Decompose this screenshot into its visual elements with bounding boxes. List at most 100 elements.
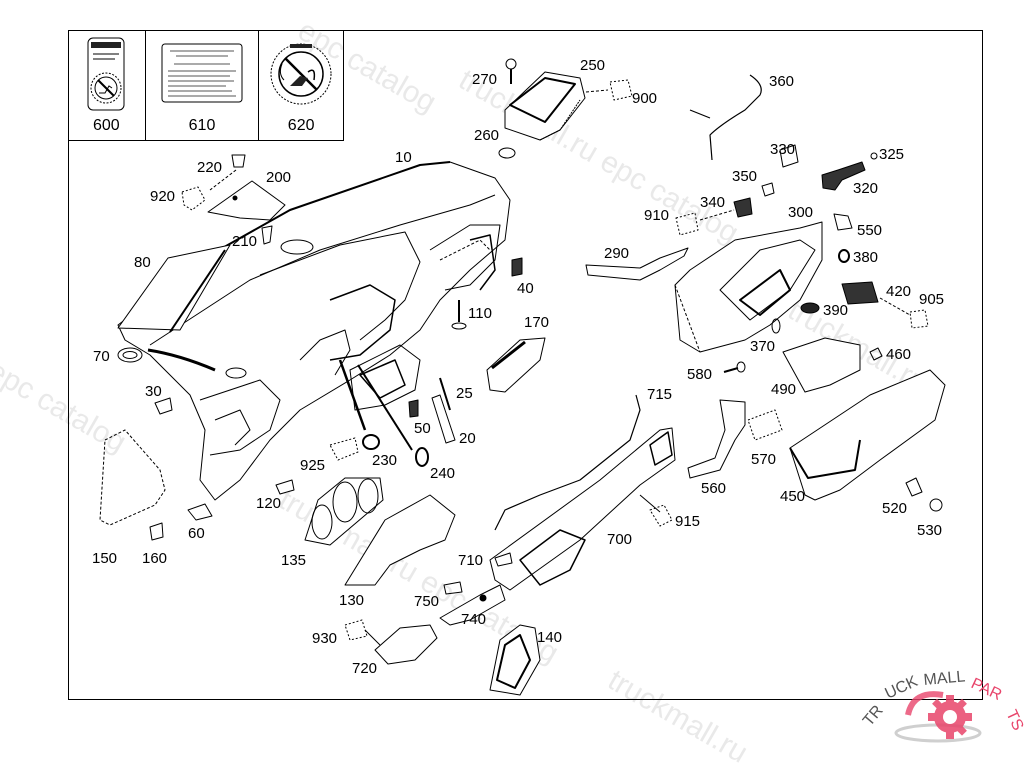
vent-ring-part-70: [117, 347, 143, 363]
callout-130[interactable]: 130: [339, 592, 365, 609]
gear-logo-icon: TR UCK MALL PAR TS: [860, 668, 1024, 743]
callout-20[interactable]: 20: [459, 430, 476, 447]
callout-715[interactable]: 715: [647, 386, 673, 403]
part-number-600: 600: [93, 117, 120, 134]
ring-part-390: [800, 302, 820, 314]
callout-380[interactable]: 380: [853, 249, 879, 266]
callout-520[interactable]: 520: [882, 500, 908, 517]
callout-930[interactable]: 930: [312, 630, 338, 647]
diagram-frame: [68, 30, 983, 700]
callout-135[interactable]: 135: [281, 552, 307, 569]
grommet-part-260: [498, 147, 516, 159]
callout-260[interactable]: 260: [474, 127, 500, 144]
lock-cylinder-part-520: [905, 477, 923, 497]
callout-580[interactable]: 580: [687, 366, 713, 383]
callout-490[interactable]: 490: [771, 381, 797, 398]
callout-570[interactable]: 570: [751, 451, 777, 468]
callout-750[interactable]: 750: [414, 593, 440, 610]
tape-part-915: [649, 504, 673, 527]
callout-60[interactable]: 60: [188, 525, 205, 542]
callout-250[interactable]: 250: [580, 57, 606, 74]
callout-915[interactable]: 915: [675, 513, 701, 530]
callout-720[interactable]: 720: [352, 660, 378, 677]
air-duct-part-290: [585, 247, 689, 281]
callout-325[interactable]: 325: [879, 146, 905, 163]
callout-70[interactable]: 70: [93, 348, 110, 365]
callout-25[interactable]: 25: [456, 385, 473, 402]
switch-part-330: [779, 144, 799, 168]
top-cover-part-80: [117, 244, 231, 331]
callout-270[interactable]: 270: [472, 71, 498, 88]
airbag-module-part-250: [504, 71, 586, 141]
callout-700[interactable]: 700: [607, 531, 633, 548]
callout-550[interactable]: 550: [857, 222, 883, 239]
latch-part-420: [841, 281, 879, 305]
callout-450[interactable]: 450: [780, 488, 806, 505]
callout-925[interactable]: 925: [300, 457, 326, 474]
text-warning-label-icon: [161, 43, 243, 103]
callout-360[interactable]: 360: [769, 73, 795, 90]
label-inset: 600 610 620: [68, 30, 344, 141]
callout-220[interactable]: 220: [197, 159, 223, 176]
label-cell-600[interactable]: 600: [68, 30, 146, 140]
callout-10[interactable]: 10: [395, 149, 412, 166]
glovebox-door-part-450: [789, 369, 946, 501]
tape-part-930: [344, 619, 368, 641]
callout-460[interactable]: 460: [886, 346, 912, 363]
callout-230[interactable]: 230: [372, 452, 398, 469]
instrument-bezel-part-135: [304, 477, 384, 546]
callout-40[interactable]: 40: [517, 280, 534, 297]
callout-240[interactable]: 240: [430, 465, 456, 482]
callout-300[interactable]: 300: [788, 204, 814, 221]
callout-170[interactable]: 170: [524, 314, 550, 331]
tape-part-910: [675, 212, 699, 236]
callout-210[interactable]: 210: [232, 233, 258, 250]
callout-50[interactable]: 50: [414, 420, 431, 437]
callout-420[interactable]: 420: [886, 283, 912, 300]
callout-330[interactable]: 330: [770, 141, 796, 158]
callout-200[interactable]: 200: [266, 169, 292, 186]
logo-text-truck: TR: [860, 702, 887, 729]
callout-30[interactable]: 30: [145, 383, 162, 400]
part-number-610: 610: [188, 117, 216, 134]
screw-part-380: [838, 249, 850, 263]
label-cell-610[interactable]: 610: [146, 30, 260, 140]
callout-900[interactable]: 900: [632, 90, 658, 107]
wire-part-715: [494, 394, 641, 531]
screw-part-580: [723, 367, 739, 373]
wire-harness-part-360: [689, 74, 762, 161]
callout-340[interactable]: 340: [700, 194, 726, 211]
cap-part-550: [833, 213, 853, 231]
callout-740[interactable]: 740: [461, 611, 487, 628]
tape-part-900: [609, 79, 633, 101]
tape-part-905: [909, 309, 929, 329]
callout-160[interactable]: 160: [142, 550, 168, 567]
clip-part-220: [231, 154, 246, 168]
clip-part-460: [869, 347, 883, 361]
label-cell-620[interactable]: 620: [259, 30, 343, 140]
airbag-no-child-seat-label-icon: [270, 43, 332, 105]
callout-390[interactable]: 390: [823, 302, 849, 319]
callout-350[interactable]: 350: [732, 168, 758, 185]
callout-140[interactable]: 140: [537, 629, 563, 646]
clip-part-30: [154, 397, 173, 415]
clip-part-50: [408, 399, 419, 418]
callout-910[interactable]: 910: [644, 207, 670, 224]
callout-110[interactable]: 110: [468, 305, 492, 322]
clip-part-160: [149, 522, 164, 541]
callout-290[interactable]: 290: [604, 245, 630, 262]
callout-920[interactable]: 920: [150, 188, 176, 205]
callout-320[interactable]: 320: [853, 180, 879, 197]
callout-530[interactable]: 530: [917, 522, 943, 539]
pad-part-570: [747, 409, 783, 441]
callout-80[interactable]: 80: [134, 254, 151, 271]
glovebox-housing-part-300: [674, 221, 823, 353]
callout-905[interactable]: 905: [919, 291, 945, 308]
callout-120[interactable]: 120: [256, 495, 282, 512]
callout-370[interactable]: 370: [750, 338, 776, 355]
callout-150[interactable]: 150: [92, 550, 118, 567]
clip-part-60: [187, 503, 213, 521]
callout-560[interactable]: 560: [701, 480, 727, 497]
callout-710[interactable]: 710: [458, 552, 484, 569]
clip-part-210: [261, 225, 273, 245]
